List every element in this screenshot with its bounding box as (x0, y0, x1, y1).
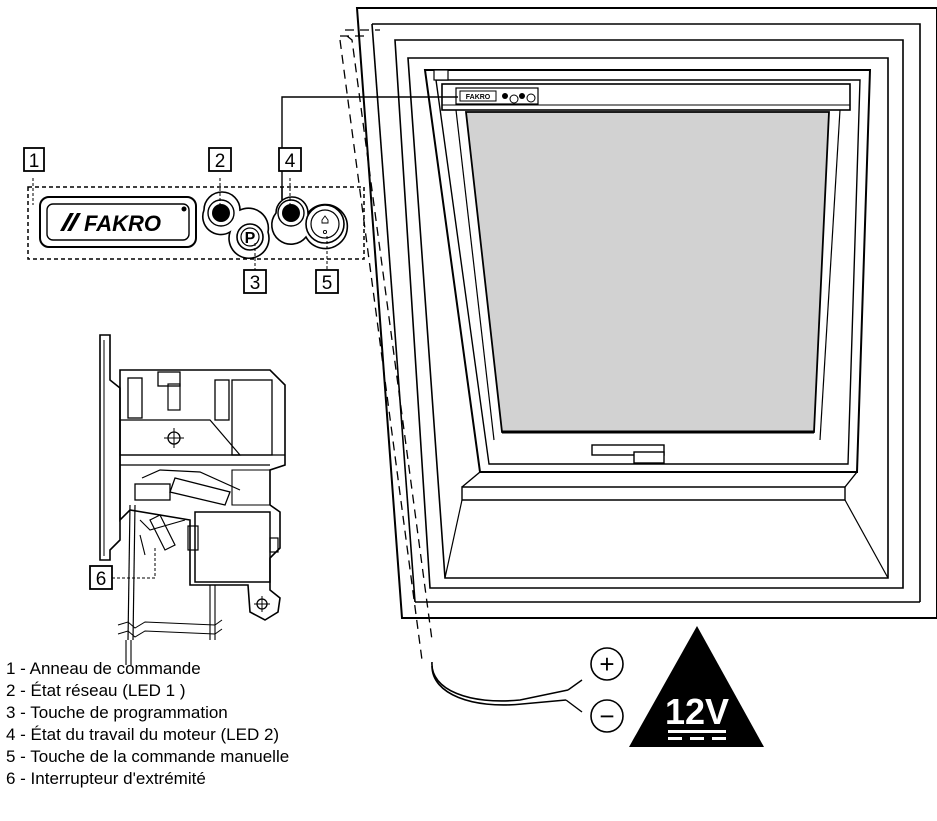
legend: 1 - Anneau de commande 2 - État réseau (… (6, 658, 289, 790)
callout-3: 3 (243, 269, 267, 294)
callout-6-label: 6 (96, 569, 107, 590)
cassette-logo-text: FAKRO (466, 94, 491, 101)
power-supply: + − 12V (431, 626, 764, 747)
negative-terminal-icon (590, 699, 624, 733)
housing-outline (119, 369, 286, 621)
cable-route (339, 29, 433, 661)
program-button-glyph: P (245, 230, 256, 247)
legend-item-5: 5 - Touche de la commande manuelle (6, 747, 290, 766)
fakro-logo-plate (39, 196, 197, 248)
positive-terminal-icon (590, 647, 624, 681)
led-2-indicator (282, 204, 300, 222)
callout-3-label: 3 (250, 273, 261, 294)
limit-switch-box (194, 511, 271, 583)
callout-6: 6 (89, 565, 113, 590)
manual-button (305, 204, 345, 244)
legend-item-3: 3 - Touche de programmation (6, 703, 228, 722)
cover-plate (99, 334, 121, 561)
cassette-control-panel: FAKRO (455, 87, 539, 105)
callout-2-label: 2 (215, 151, 226, 172)
callout-1: 1 (23, 147, 45, 172)
control-panel-outline (27, 186, 365, 260)
callout-4: 4 (278, 147, 302, 172)
callout-6-pointer (112, 548, 156, 579)
motor-cross-section (99, 334, 286, 665)
window-handle (591, 444, 665, 456)
negative-terminal-label: − (599, 701, 614, 731)
led-1-indicator (212, 204, 230, 222)
window-reveal (394, 39, 904, 589)
house-icon (321, 215, 329, 224)
window-frame-line-2 (372, 23, 921, 602)
voltage-label: 12V (665, 691, 729, 732)
roof-window (355, 7, 937, 619)
legend-item-2: 2 - État réseau (LED 1 ) (6, 681, 186, 700)
control-panel-detail: FAKRO P (27, 178, 365, 270)
blind-fabric (464, 111, 830, 433)
voltage-warning-triangle (629, 626, 764, 747)
callout-5: 5 (315, 269, 339, 294)
legend-item-1: 1 - Anneau de commande (6, 659, 201, 678)
button-plate-left (201, 191, 270, 259)
callout-boxes: 1 2 4 3 5 6 (23, 147, 339, 590)
fakro-logo-mark (60, 213, 81, 231)
fakro-logo-text: FAKRO (84, 211, 161, 236)
positive-terminal-label: + (599, 649, 614, 679)
legend-item-6: 6 - Interrupteur d'extrémité (6, 769, 206, 788)
callout-4-label: 4 (285, 151, 296, 172)
callout-5-label: 5 (322, 273, 333, 294)
legend-item-4: 4 - État du travail du moteur (LED 2) (6, 725, 280, 744)
callout-1-label: 1 (29, 151, 40, 172)
callout-2: 2 (208, 147, 232, 172)
